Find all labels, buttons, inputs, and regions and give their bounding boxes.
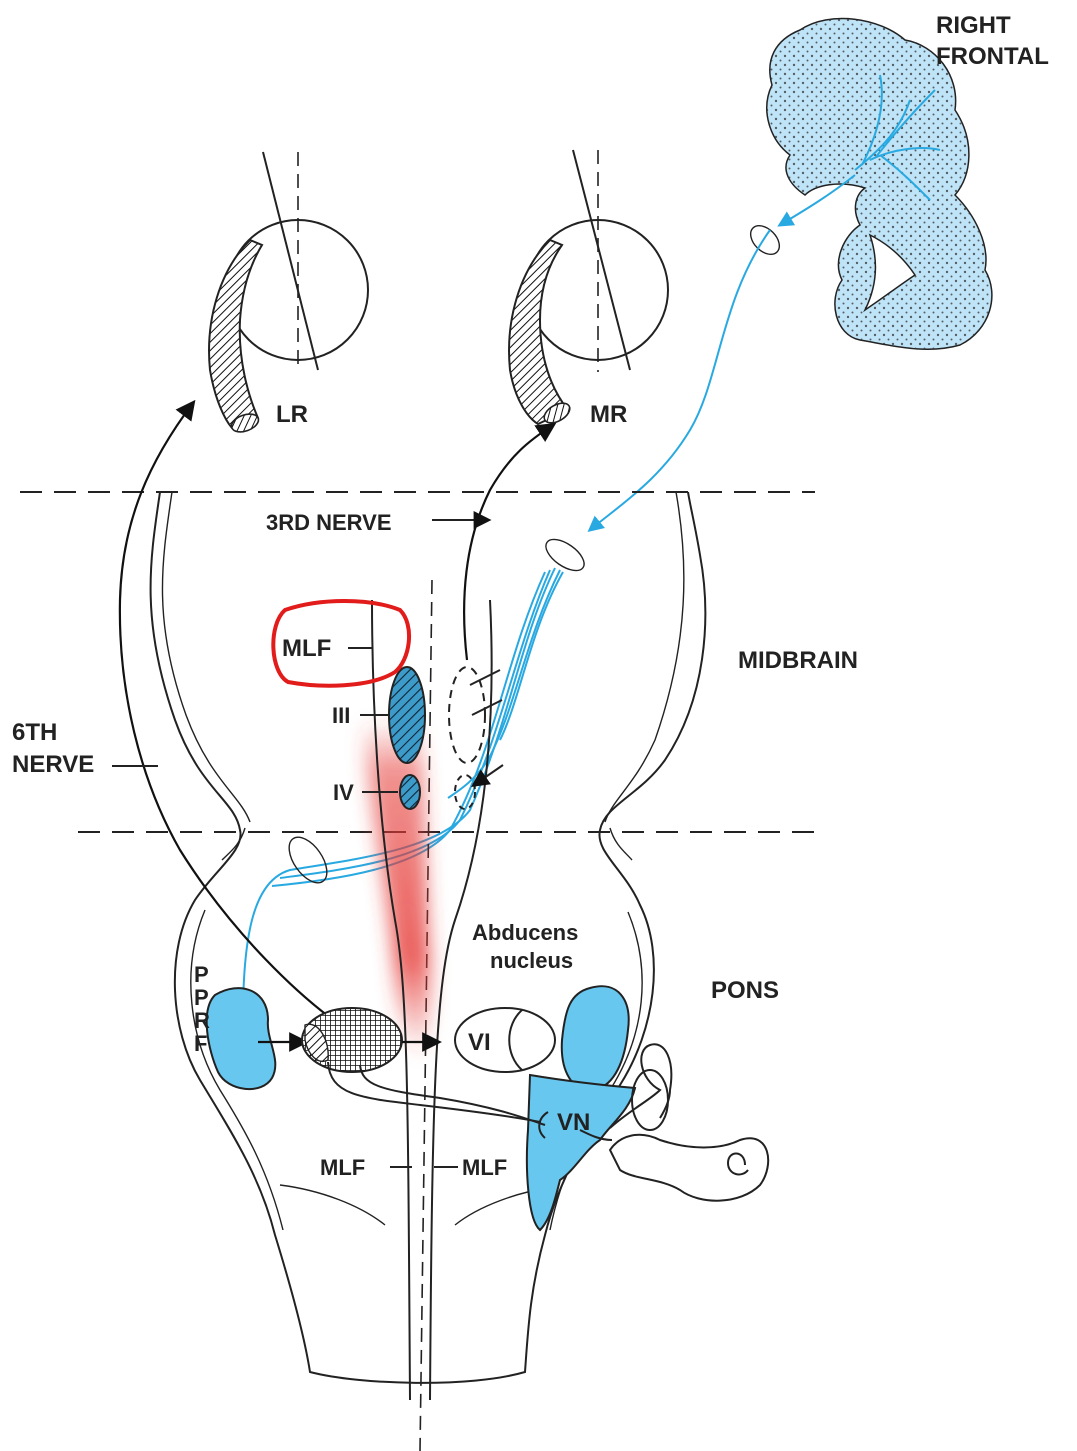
vestibular-to-abducens-2	[360, 1065, 545, 1125]
mlf-circled-label: MLF	[282, 635, 331, 662]
pons-fold-left	[280, 1185, 385, 1225]
mlf-bottom-right-label: MLF	[462, 1155, 507, 1180]
mlf-bottom-left-label: MLF	[320, 1155, 365, 1180]
right-frontal-label-line1: RIGHT	[936, 12, 1011, 39]
cochlea-spiral	[728, 1153, 748, 1174]
nucleus-iii-right-dashed	[449, 667, 485, 763]
sixth-nerve-label-line2: NERVE	[12, 751, 94, 778]
pprf-letter-3: R	[194, 1008, 210, 1033]
nucleus-iii-label: III	[332, 703, 350, 728]
abducens-nucleus-right: VI	[455, 1008, 555, 1072]
midbrain-label: MIDBRAIN	[738, 647, 858, 674]
sixth-nerve-path	[120, 403, 355, 1035]
sixth-nerve-label-line1: 6TH	[12, 719, 57, 746]
mlf-callout: MLF	[273, 601, 409, 686]
left-eye: LR	[209, 152, 368, 435]
cochlea-outline	[610, 1135, 768, 1201]
lr-label: LR	[276, 401, 308, 428]
abducens-label-line1: Abducens	[472, 920, 578, 945]
capsule-ring-lower	[541, 533, 590, 576]
pprf-letter-4: F	[194, 1031, 207, 1056]
abducens-label-line2: nucleus	[490, 948, 573, 973]
right-frontal-label-line2: FRONTAL	[936, 43, 1049, 70]
nucleus-iii-left	[389, 667, 425, 763]
brainstem-inner-left-upper	[162, 492, 250, 822]
right-eye: MR	[509, 150, 668, 428]
mr-label: MR	[590, 401, 627, 428]
pons-label: PONS	[711, 977, 779, 1004]
pprf-letter-2: P	[194, 985, 209, 1010]
mlf-tract-right	[430, 600, 492, 1400]
mlf-lesion-highlight	[362, 720, 431, 1060]
tract-strand-5	[500, 572, 563, 740]
nucleus-vi-label: VI	[468, 1029, 491, 1056]
semicircular-canal-loop	[632, 1070, 668, 1130]
nucleus-iv-left	[400, 775, 420, 809]
brainstem-inner-right-upper	[605, 492, 684, 822]
right-frontal-cortex: RIGHT FRONTAL	[767, 12, 1049, 349]
pprf-nucleus	[207, 988, 276, 1089]
vestibular-nucleus: VN	[527, 1075, 635, 1230]
pons-ring	[282, 831, 335, 890]
capsule-ring-upper	[745, 220, 785, 260]
third-nerve-label: 3RD NERVE	[266, 510, 392, 535]
nucleus-iv-label: IV	[333, 780, 354, 805]
pprf-letter-1: P	[194, 962, 209, 987]
vn-shape	[527, 1075, 635, 1230]
